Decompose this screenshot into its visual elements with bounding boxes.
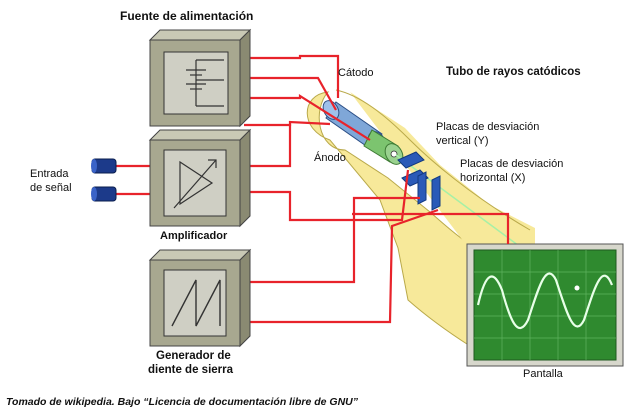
horizontal-plates-label-2: horizontal (X) [460, 172, 526, 184]
cathode-label: Cátodo [338, 67, 374, 79]
horizontal-deflection-plates [417, 171, 441, 211]
amplifier-symbol [173, 159, 217, 209]
sawtooth-label-1: Generador de [156, 350, 231, 362]
crt-title: Tubo de rayos catódicos [446, 66, 581, 78]
horizontal-plates-label-1: Placas de desviación [460, 158, 564, 170]
battery-symbol [186, 59, 224, 107]
sawtooth-generator-block [148, 248, 252, 348]
vertical-plates-label-2: vertical (Y) [436, 135, 489, 147]
vertical-plates-label-1: Placas de desviación [436, 121, 540, 133]
signal-input-label-2: de señal [30, 182, 72, 194]
screen-label: Pantalla [523, 368, 563, 380]
sine-trace [476, 272, 614, 329]
amplifier-label: Amplificador [160, 230, 228, 242]
power-supply-label: Fuente de alimentación [120, 9, 254, 23]
source-caption: Tomado de wikipedia. Bajo “Licencia de d… [6, 396, 359, 408]
amplifier-block [148, 128, 252, 228]
sawtooth-symbol [171, 279, 221, 327]
screen [466, 243, 624, 367]
wires [100, 54, 510, 324]
signal-connector-icon [91, 158, 117, 202]
anode-label: Ánodo [314, 152, 346, 164]
electron-gun [322, 100, 404, 165]
signal-input-label-1: Entrada [30, 168, 69, 180]
sawtooth-label-2: diente de sierra [148, 364, 234, 376]
power-supply-block [148, 28, 252, 128]
